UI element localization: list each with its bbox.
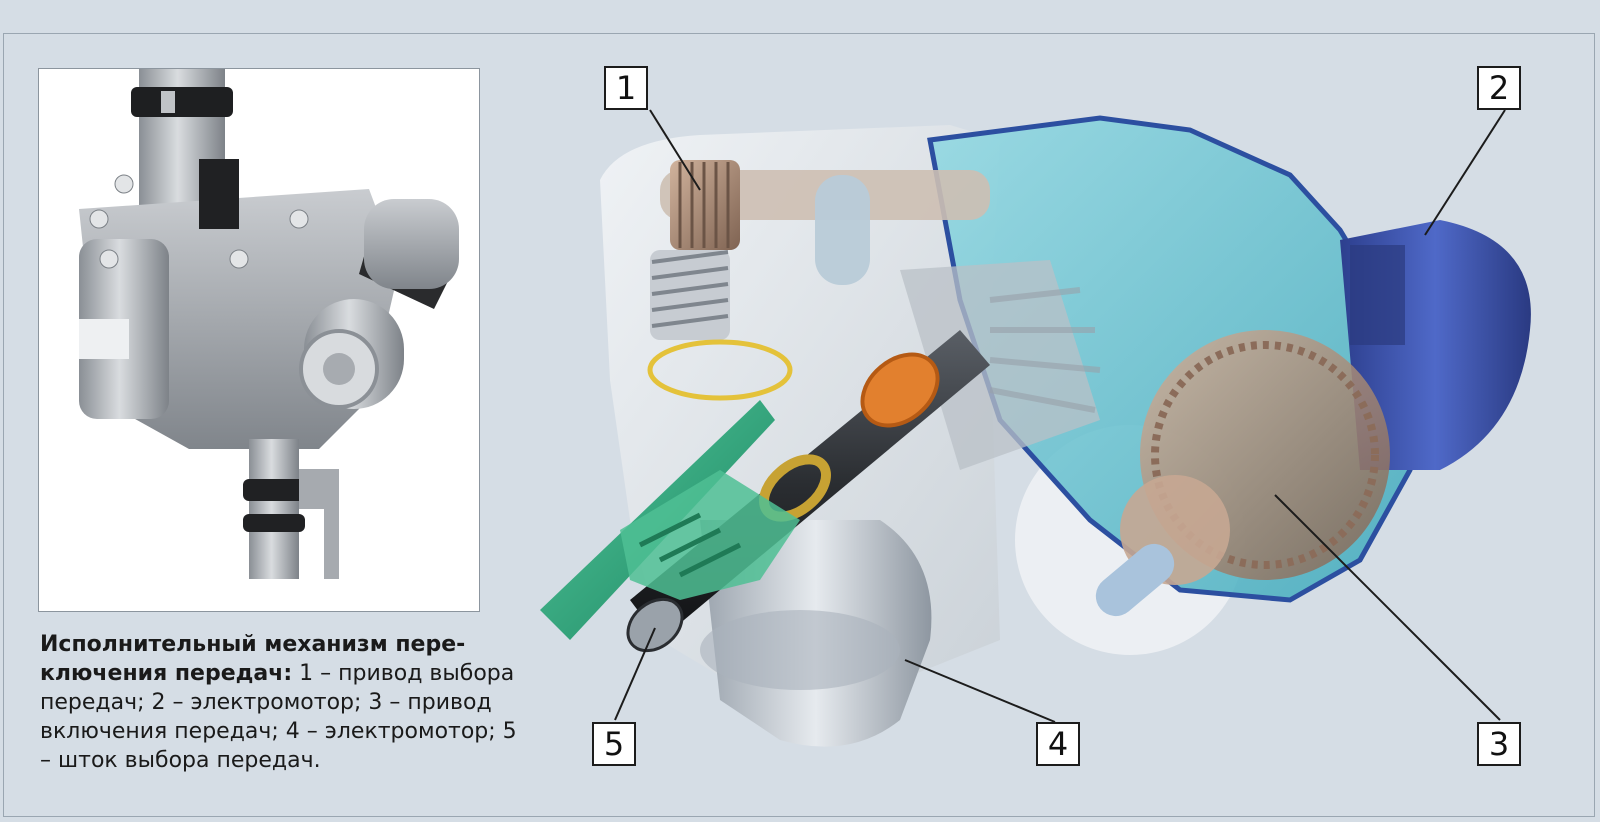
leader-lines <box>614 109 1506 723</box>
top-clamp-band <box>131 87 233 117</box>
shaft-end-5 <box>626 597 684 653</box>
seal-ring <box>647 339 793 401</box>
engagement-shaft-end <box>1095 543 1175 617</box>
figure-caption: Исполнительный механизм пере-ключения пе… <box>40 630 530 775</box>
figure-frame <box>3 33 1595 817</box>
caption-body: 1 – привод выбора передач; 2 – электромо… <box>40 661 517 773</box>
selector-shaft <box>249 439 299 579</box>
connector-top <box>199 159 239 229</box>
actuator-photo <box>38 68 480 612</box>
callout-4: 4 <box>1036 722 1080 766</box>
green-shift-lever <box>540 400 800 640</box>
worm-screw <box>650 250 730 340</box>
callout-2: 2 <box>1477 66 1521 110</box>
orange-bushing <box>860 352 940 428</box>
shift-fork <box>299 469 339 579</box>
caption-title: Исполнительный механизм пере-ключения пе… <box>40 632 466 686</box>
callout-5: 5 <box>592 722 636 766</box>
gear-sector <box>900 260 1100 470</box>
actuator-photo-illustration <box>79 69 459 579</box>
intermediate-pin <box>815 175 870 285</box>
callout-3: 3 <box>1477 722 1521 766</box>
callout-1: 1 <box>604 66 648 110</box>
